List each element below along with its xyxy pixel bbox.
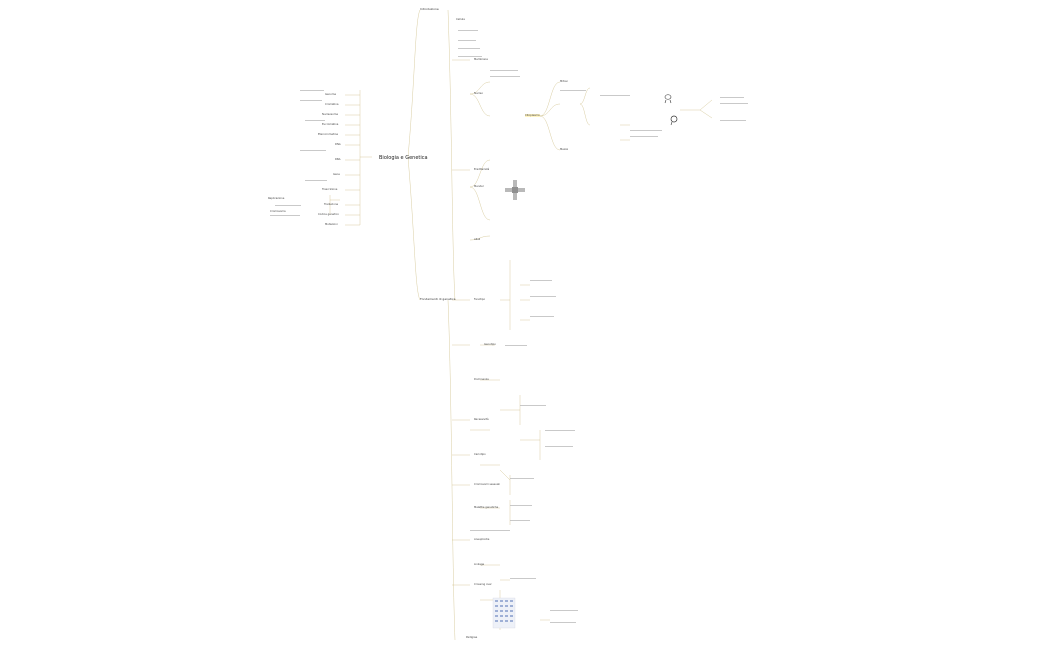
- right-node-dominanza[interactable]: Dominanza: [474, 378, 489, 381]
- right-node-genotipo[interactable]: Genotipo: [484, 343, 496, 346]
- left-node-eterocromatina[interactable]: Eterocromatina: [318, 133, 338, 136]
- right-node-citoplasma[interactable]: Citoplasma: [525, 114, 540, 117]
- branch-fondamenti[interactable]: Fondamenti di genetica: [420, 297, 456, 301]
- right-node-linkage[interactable]: Linkage: [474, 563, 485, 566]
- left-node-cromatina[interactable]: Cromatina: [325, 103, 339, 106]
- right-node-membrana[interactable]: Membrana: [474, 58, 488, 61]
- right-node-crossing[interactable]: Crossing over: [474, 583, 492, 586]
- table-thumbnail: [492, 597, 516, 629]
- branch-introduzione[interactable]: Introduzione: [420, 7, 439, 11]
- right-node-fenotipo[interactable]: Fenotipo: [474, 298, 486, 301]
- right-node-ereditarieta[interactable]: Ereditarietà: [474, 168, 490, 171]
- right-node-meiosi[interactable]: Meiosi: [560, 148, 569, 151]
- cross-icon: [505, 180, 525, 200]
- connector-lines: [329, 9, 713, 641]
- right-node-alleli[interactable]: Alleli: [474, 238, 481, 241]
- right-node-mendel[interactable]: Mendel: [474, 185, 484, 188]
- micro-labels: [270, 30, 748, 623]
- left-node-cromosoma[interactable]: Cromosoma: [270, 210, 286, 213]
- right-node-nucleo[interactable]: Nucleo: [474, 92, 483, 95]
- right-node-recessivita[interactable]: Recessività: [474, 418, 489, 421]
- right-node-sessuali[interactable]: Cromosomi sessuali: [474, 483, 500, 486]
- right-node-cariotipo[interactable]: Cariotipo: [474, 453, 486, 456]
- right-node-malattie[interactable]: Malattie genetiche: [474, 506, 499, 509]
- left-node-dna[interactable]: DNA: [335, 143, 341, 146]
- left-node-traduzione[interactable]: Traduzione: [324, 203, 339, 206]
- right-node-pedigree[interactable]: Pedigree: [466, 636, 478, 639]
- root-node[interactable]: Biologia e Genetica: [379, 155, 428, 161]
- right-node-aneuploidie[interactable]: Aneuploidie: [474, 538, 490, 541]
- right-node-mitosi[interactable]: Mitosi: [560, 80, 568, 83]
- left-node-replicazione[interactable]: Replicazione: [268, 197, 285, 200]
- protein-icon: [664, 94, 672, 104]
- left-node-codice[interactable]: Codice genetico: [318, 213, 339, 216]
- left-node-genoma[interactable]: Genoma: [325, 93, 336, 96]
- left-node-mutazioni[interactable]: Mutazioni: [325, 223, 338, 226]
- left-node-gene[interactable]: Gene: [333, 173, 340, 176]
- left-node-nucleosoma[interactable]: Nucleosoma: [322, 113, 338, 116]
- ring-icon: [670, 115, 678, 126]
- left-node-eucromatina[interactable]: Eucromatina: [322, 123, 339, 126]
- left-node-rna[interactable]: RNA: [335, 158, 341, 161]
- right-node-cellula[interactable]: Cellula: [456, 18, 465, 21]
- left-node-trascrizione[interactable]: Trascrizione: [322, 188, 338, 191]
